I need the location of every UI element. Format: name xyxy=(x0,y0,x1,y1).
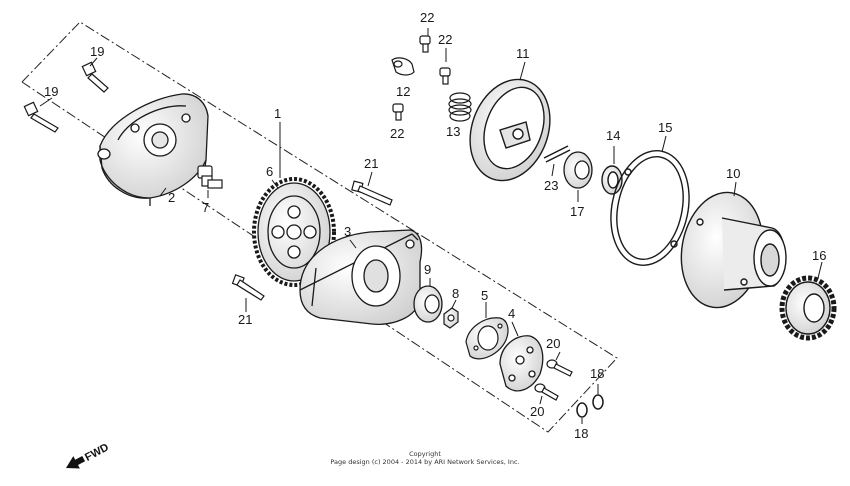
part-bolt-7 xyxy=(197,165,223,189)
callout-20-upper: 20 xyxy=(546,336,560,351)
callout-7: 7 xyxy=(202,200,209,215)
callout-22-middle: 22 xyxy=(438,32,452,47)
copyright-line: Copyright xyxy=(409,450,441,458)
callout-9: 9 xyxy=(424,262,431,277)
callout-16: 16 xyxy=(812,248,826,263)
page-design-line: Page design (c) 2004 - 2014 by ARI Netwo… xyxy=(330,458,520,466)
part-pin-23 xyxy=(543,145,571,163)
part-plate-5 xyxy=(465,317,509,360)
callout-21-lower: 21 xyxy=(238,312,252,327)
leader-2 xyxy=(159,187,167,197)
part-bolt-21-lower xyxy=(231,274,265,301)
callout-17: 17 xyxy=(570,204,584,219)
callout-8: 8 xyxy=(452,286,459,301)
part-rotor-8 xyxy=(443,307,459,329)
callout-6: 6 xyxy=(266,164,273,179)
callout-10: 10 xyxy=(726,166,740,181)
callout-18-upper: 18 xyxy=(590,366,604,381)
callout-22-top: 22 xyxy=(420,10,434,25)
part-pump-body-3 xyxy=(299,229,423,325)
callout-11: 11 xyxy=(516,46,530,61)
part-nut-17 xyxy=(563,151,593,189)
part-rotor-9 xyxy=(413,285,443,323)
callout-21-upper: 21 xyxy=(364,156,378,171)
part-cover-2 xyxy=(97,93,209,206)
part-gear-16 xyxy=(779,275,837,341)
part-cover-4 xyxy=(499,335,544,392)
callout-12: 12 xyxy=(396,84,410,99)
callout-4: 4 xyxy=(508,306,515,321)
part-bolt-21-upper xyxy=(351,180,393,206)
part-spring-13 xyxy=(448,92,472,122)
callout-22-bottom: 22 xyxy=(390,126,404,141)
callout-18-lower: 18 xyxy=(574,426,588,441)
part-bracket-12 xyxy=(391,57,415,76)
part-oring-18 xyxy=(576,394,604,418)
callout-15: 15 xyxy=(658,120,672,135)
callout-14: 14 xyxy=(606,128,620,143)
part-screw-20-upper xyxy=(546,359,573,377)
callout-labels: 1 2 3 4 5 6 7 8 9 10 11 12 13 14 15 16 1… xyxy=(44,10,826,441)
callout-3: 3 xyxy=(344,224,351,239)
callout-13: 13 xyxy=(446,124,460,139)
part-hub-10 xyxy=(680,191,787,309)
callout-5: 5 xyxy=(481,288,488,303)
fwd-arrow-icon xyxy=(66,455,86,469)
callout-1: 1 xyxy=(274,106,281,121)
callout-23: 23 xyxy=(544,178,558,193)
part-bolt-19-upper xyxy=(81,61,109,93)
callout-20-lower: 20 xyxy=(530,404,544,419)
part-screw-20-lower xyxy=(534,383,559,401)
callout-19-lower: 19 xyxy=(44,84,58,99)
callout-2: 2 xyxy=(168,190,175,205)
part-bolt-19-lower xyxy=(23,101,59,133)
part-housing-11 xyxy=(469,78,551,182)
part-screw-22 xyxy=(392,35,451,121)
callout-19-upper: 19 xyxy=(90,44,104,59)
